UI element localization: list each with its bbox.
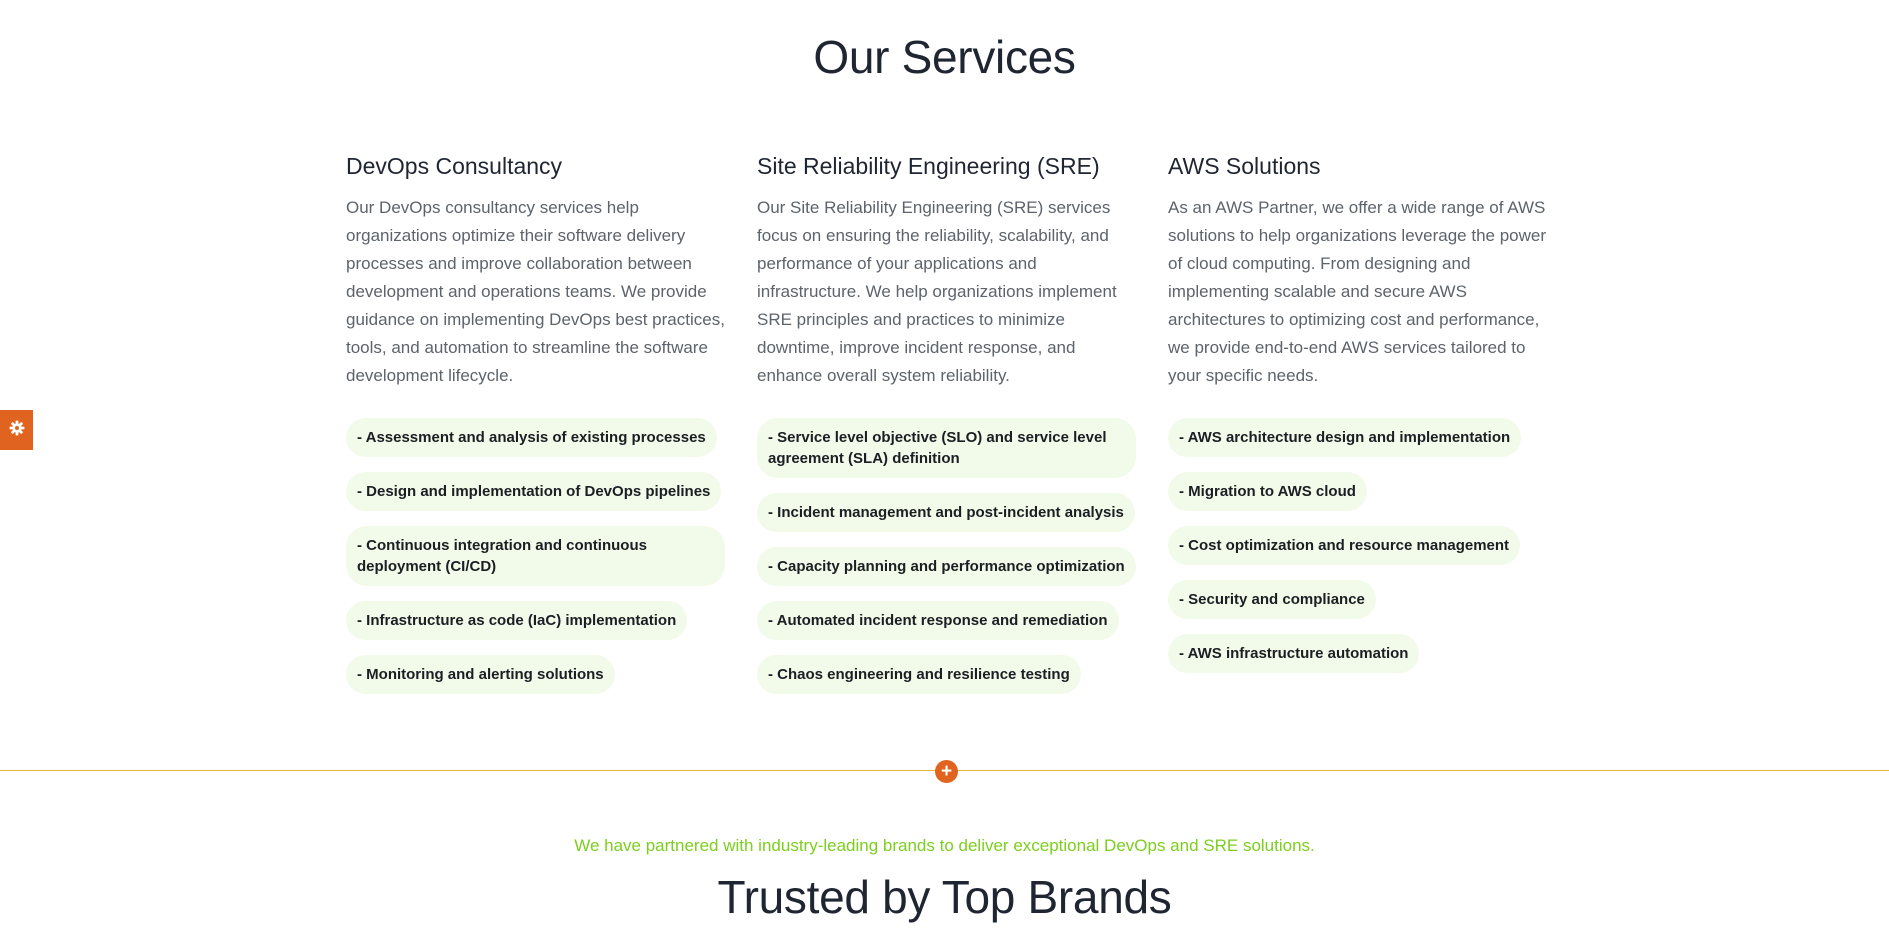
service-feature-chip: - AWS infrastructure automation bbox=[1168, 634, 1420, 673]
services-title: Our Services bbox=[813, 31, 1076, 83]
service-feature-chip: - Design and implementation of DevOps pi… bbox=[346, 472, 722, 511]
gear-icon bbox=[9, 420, 25, 441]
service-feature-chip: - Security and compliance bbox=[1168, 580, 1376, 619]
service-feature-list: - Assessment and analysis of existing pr… bbox=[346, 418, 725, 709]
service-column-devops: DevOps Consultancy Our DevOps consultanc… bbox=[346, 152, 725, 709]
service-feature-chip: - Incident management and post-incident … bbox=[757, 493, 1135, 532]
service-feature-chip: - Migration to AWS cloud bbox=[1168, 472, 1367, 511]
services-columns: DevOps Consultancy Our DevOps consultanc… bbox=[346, 152, 1547, 709]
service-column-aws: AWS Solutions As an AWS Partner, we offe… bbox=[1168, 152, 1547, 709]
partners-subtitle: We have partnered with industry-leading … bbox=[574, 836, 1315, 855]
service-feature-list: - Service level objective (SLO) and serv… bbox=[757, 418, 1136, 709]
service-feature-chip: - Capacity planning and performance opti… bbox=[757, 547, 1136, 586]
service-title: Site Reliability Engineering (SRE) bbox=[757, 153, 1100, 179]
service-feature-chip: - Assessment and analysis of existing pr… bbox=[346, 418, 717, 457]
service-description: Our Site Reliability Engineering (SRE) s… bbox=[757, 198, 1117, 385]
brands-title: Trusted by Top Brands bbox=[717, 871, 1172, 923]
add-section-button[interactable]: + bbox=[935, 760, 958, 783]
service-title: AWS Solutions bbox=[1168, 153, 1321, 179]
service-feature-chip: - Service level objective (SLO) and serv… bbox=[757, 418, 1136, 478]
plus-icon: + bbox=[940, 761, 953, 782]
service-feature-list: - AWS architecture design and implementa… bbox=[1168, 418, 1547, 688]
service-feature-chip: - Chaos engineering and resilience testi… bbox=[757, 655, 1081, 694]
service-feature-chip: - Monitoring and alerting solutions bbox=[346, 655, 615, 694]
service-feature-chip: - AWS architecture design and implementa… bbox=[1168, 418, 1522, 457]
service-description: Our DevOps consultancy services help org… bbox=[346, 198, 725, 385]
service-feature-chip: - Infrastructure as code (IaC) implement… bbox=[346, 601, 688, 640]
service-feature-chip: - Automated incident response and remedi… bbox=[757, 601, 1119, 640]
service-feature-chip: - Cost optimization and resource managem… bbox=[1168, 526, 1521, 565]
service-feature-chip: - Continuous integration and continuous … bbox=[346, 526, 725, 586]
service-description: As an AWS Partner, we offer a wide range… bbox=[1168, 198, 1547, 385]
service-column-sre: Site Reliability Engineering (SRE) Our S… bbox=[757, 152, 1136, 709]
service-title: DevOps Consultancy bbox=[346, 153, 563, 179]
settings-toggle-button[interactable] bbox=[0, 410, 33, 450]
